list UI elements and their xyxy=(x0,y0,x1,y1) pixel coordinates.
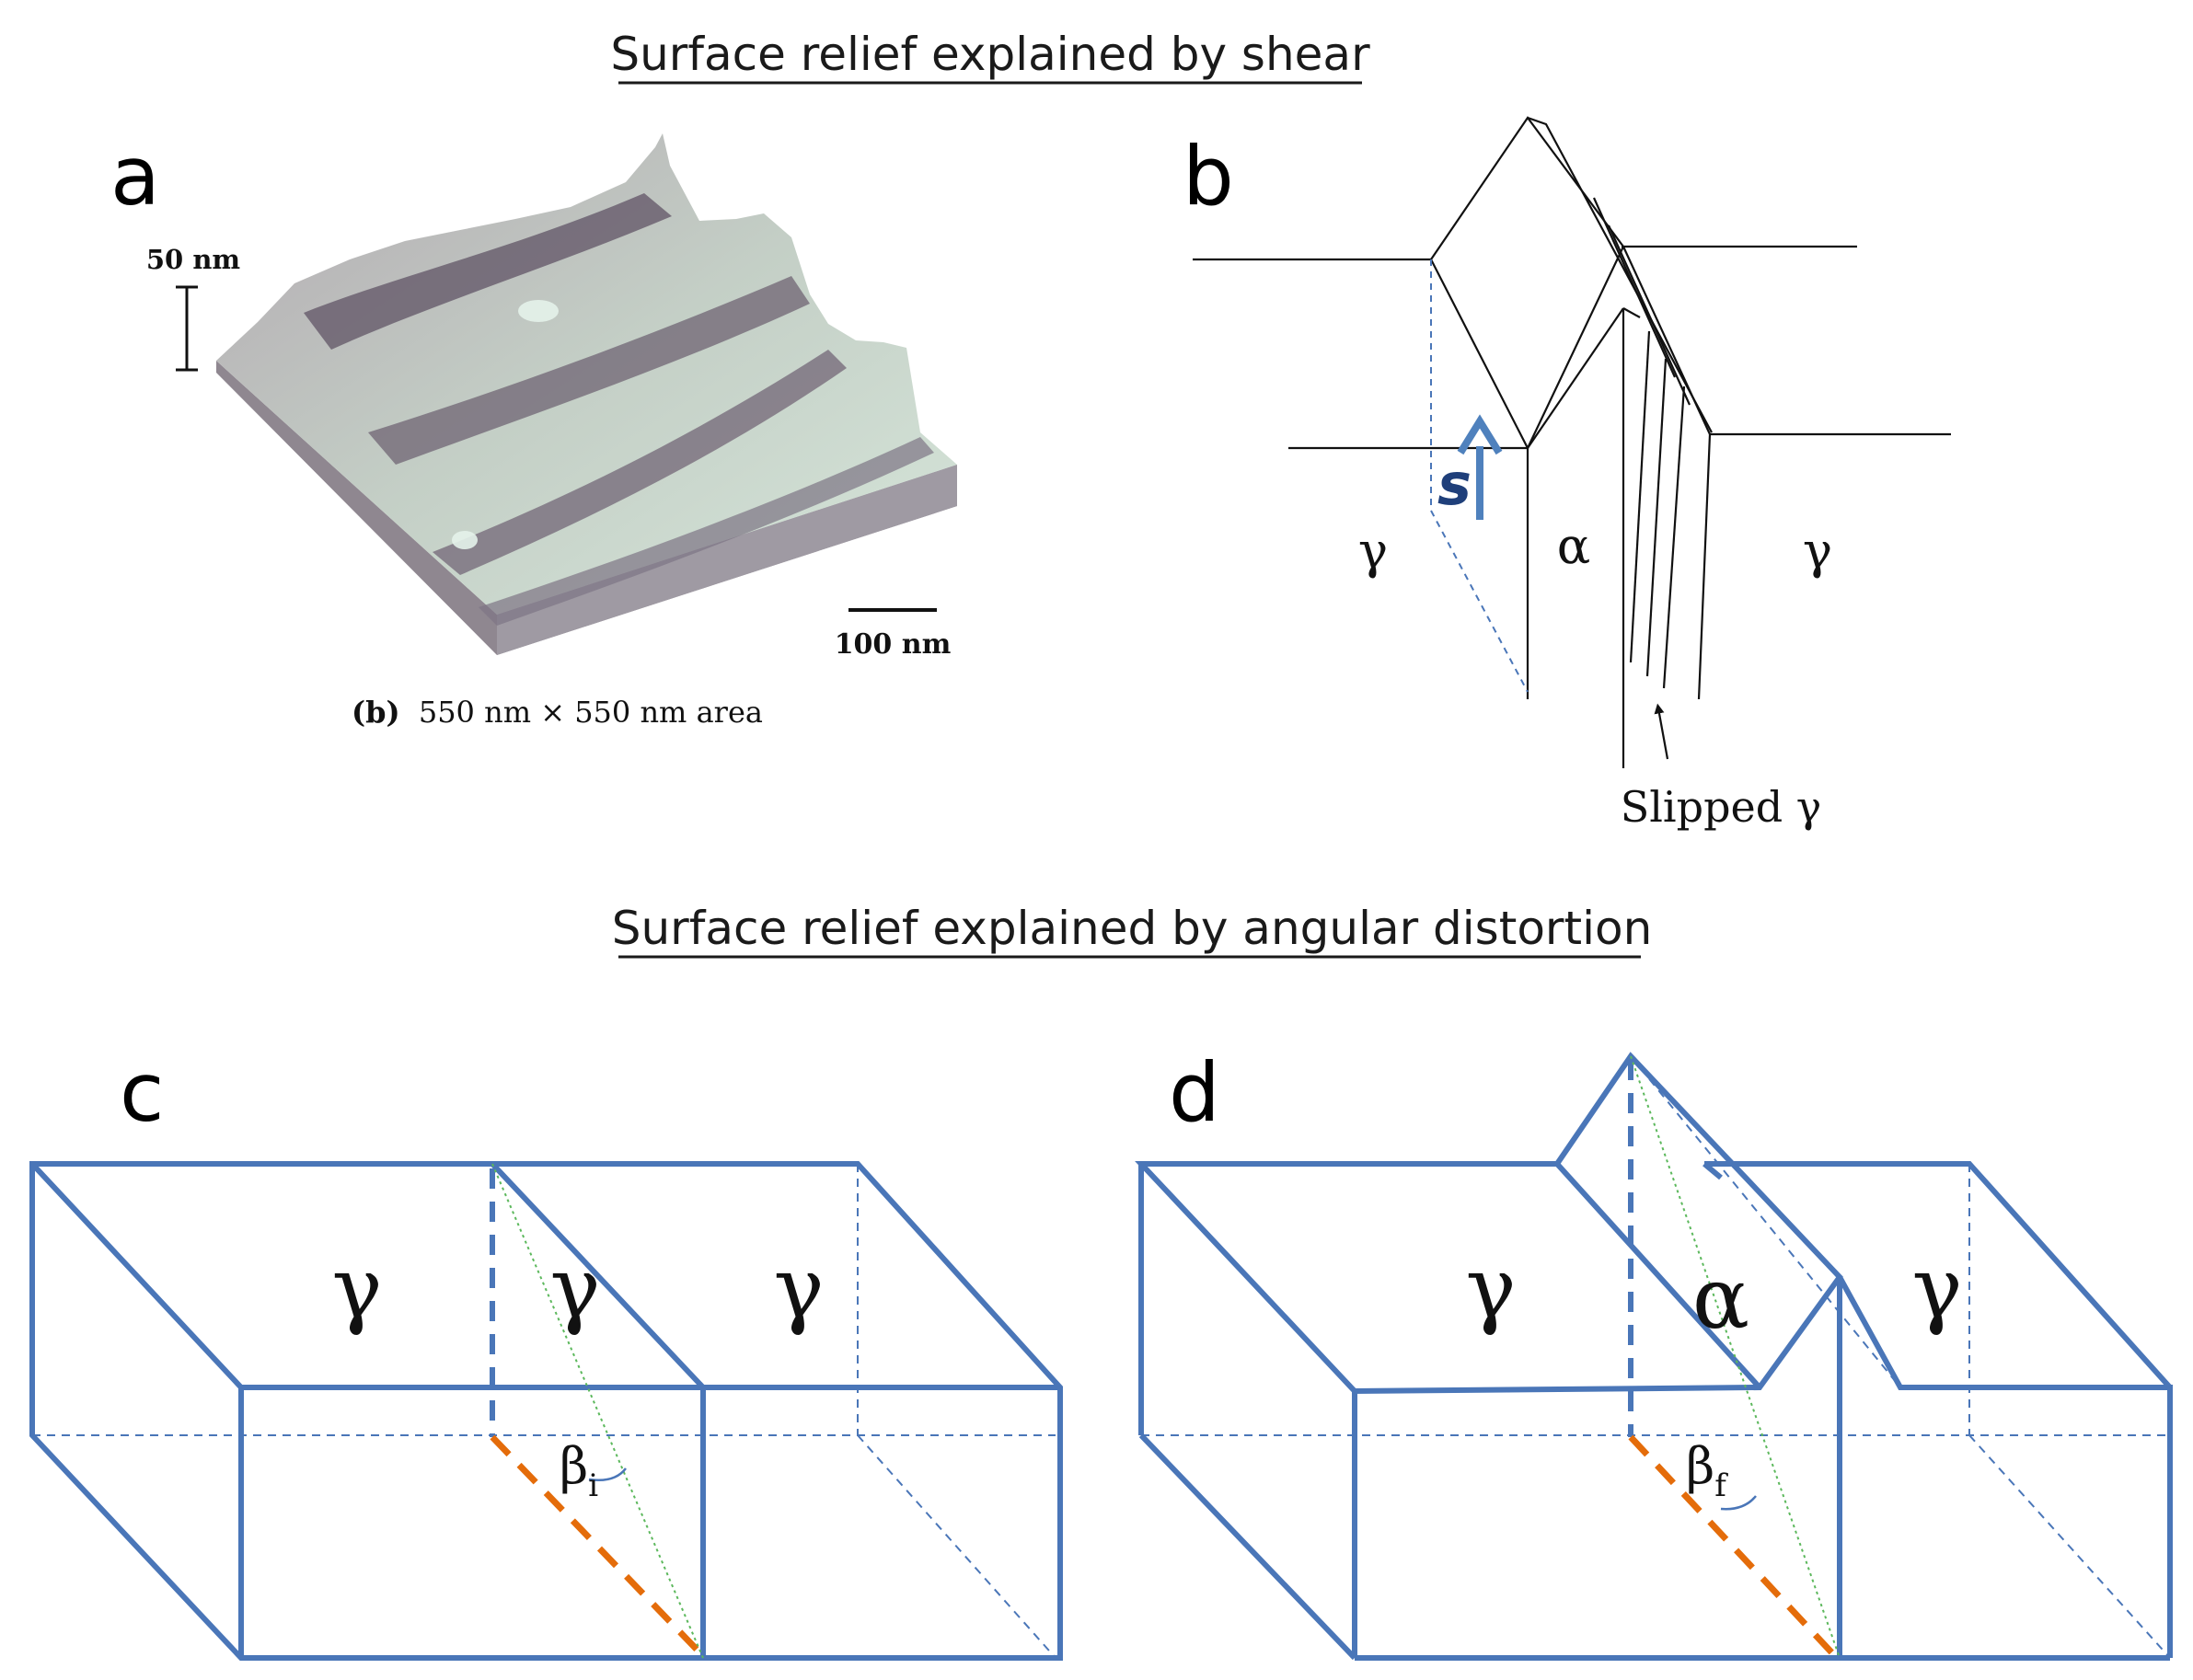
box-c-gamma-1: γ xyxy=(332,1239,383,1338)
box-c-hidden-right-diag xyxy=(857,1434,1056,1659)
alpha-plate-bottom-corner xyxy=(1622,307,1641,318)
alpha-plate-edge-mid2 xyxy=(1607,224,1691,406)
box-d-angle-sub: f xyxy=(1714,1467,1728,1504)
box-d-angle-arc xyxy=(1720,1495,1757,1511)
panel-a-letter: a xyxy=(110,129,160,224)
afm-caption-text: 550 nm × 550 nm area xyxy=(419,695,763,730)
box-d-right-front-top xyxy=(1837,1275,2173,1658)
alpha-plate-edge-top xyxy=(1527,116,1713,433)
box-d-plate-front-edge xyxy=(1554,1161,1762,1390)
box-c-gamma-2: γ xyxy=(550,1239,601,1338)
alpha-plate-edge-lower xyxy=(1622,246,1711,435)
alpha-plate-face xyxy=(1429,116,1625,451)
box-d-angle-symbol: β xyxy=(1686,1437,1714,1495)
box-c-outline xyxy=(29,1161,1063,1661)
box-c-gamma-3: γ xyxy=(774,1239,825,1338)
title-angular-text: Surface relief explained by angular dist… xyxy=(612,902,1653,955)
slip-line-3 xyxy=(1662,385,1686,689)
gamma-right-label: γ xyxy=(1803,522,1832,580)
afm-caption-bold: (b) xyxy=(352,695,400,730)
box-c-angle-label: βi xyxy=(560,1437,598,1504)
panel-d: d γ α γ βf xyxy=(1135,1045,2173,1661)
box-d-gamma-right: γ xyxy=(1912,1239,1963,1338)
panel-b-letter: b xyxy=(1183,129,1234,224)
panel-c-letter: c xyxy=(120,1045,164,1140)
title-angular: Surface relief explained by angular dist… xyxy=(612,902,1653,959)
box-c-angle-arc xyxy=(588,1467,627,1481)
box-d-habit-trace xyxy=(1628,1434,1838,1659)
box-d-alpha: α xyxy=(1692,1249,1749,1348)
shear-reference-diagonal xyxy=(1430,510,1529,693)
panel-c: c γ γ γ βi xyxy=(29,1045,1063,1661)
slip-line-2 xyxy=(1645,358,1668,677)
horizontal-scale-bar: 100 nm xyxy=(835,608,952,661)
horizontal-scale-label: 100 nm xyxy=(835,628,952,661)
box-d-right-corner xyxy=(1702,1161,1723,1180)
title-shear-text: Surface relief explained by shear xyxy=(610,28,1370,81)
vertical-scale-bar: 50 nm xyxy=(146,244,241,372)
panel-b: b s γ α γ xyxy=(1183,116,1951,832)
box-d-hidden-right-diag xyxy=(1968,1434,2171,1659)
shear-label: s xyxy=(1437,451,1472,518)
box-d-hidden-plate-edge xyxy=(1630,1055,1901,1388)
afm-surface-image xyxy=(216,133,957,655)
panel-d-letter: d xyxy=(1169,1045,1220,1140)
box-d-angle-label: βf xyxy=(1686,1437,1728,1504)
box-c-plate-top-edge xyxy=(490,1161,706,1390)
gamma-left-label: γ xyxy=(1358,522,1388,580)
alpha-plate-edge-mid xyxy=(1592,197,1677,378)
box-c-front-top-edge xyxy=(29,1161,1060,1390)
box-d-diagonal xyxy=(1630,1055,1841,1659)
slip-line-4 xyxy=(1697,433,1712,700)
box-d-left-diag xyxy=(1138,1433,1357,1661)
shear-arrow xyxy=(1457,414,1503,520)
afm-caption: (b) 550 nm × 550 nm area xyxy=(352,695,763,730)
slipped-pointer-arrow xyxy=(1654,703,1669,760)
alpha-label: α xyxy=(1557,517,1590,575)
slip-line-1 xyxy=(1629,330,1651,663)
title-shear: Surface relief explained by shear xyxy=(610,28,1370,85)
box-c-angle-sub: i xyxy=(588,1467,598,1504)
box-c-angle-symbol: β xyxy=(560,1437,588,1495)
box-d-gamma-left: γ xyxy=(1466,1239,1517,1338)
box-d-right-back-top xyxy=(1704,1161,2173,1390)
slipped-gamma-label: Slipped γ xyxy=(1621,782,1822,832)
box-c-habit-trace xyxy=(490,1434,706,1659)
vertical-scale-label: 50 nm xyxy=(146,244,241,275)
panel-a: a 50 nm 100 nm xyxy=(110,129,957,730)
alpha-plate-bottom-edge xyxy=(1527,307,1624,449)
box-c-diagonal xyxy=(491,1163,704,1659)
